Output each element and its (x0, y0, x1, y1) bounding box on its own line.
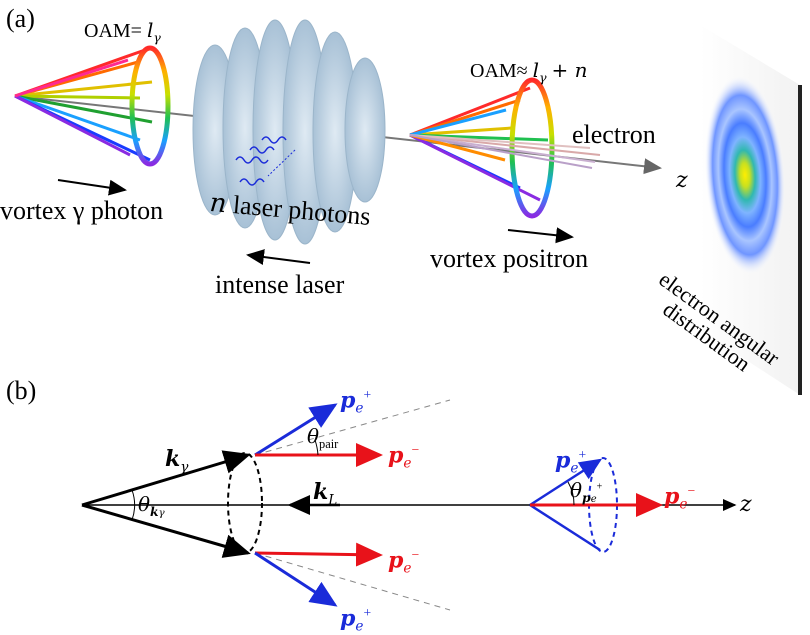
p-e-minus-axis-symbol: p (664, 483, 680, 510)
p-e-plus-lower-arrow (254, 551, 338, 607)
laser-pulse (192, 19, 386, 245)
oam-in-label: OAM= lγ (84, 20, 161, 44)
k-gamma-upper (81, 450, 251, 507)
vortex-positron-cone (409, 77, 601, 219)
theta-p-subsub: e (590, 494, 597, 505)
p-e-minus-lower-label: pe− (388, 548, 419, 576)
p-e-plus-lower-sup: + (363, 605, 372, 620)
k-L-label: kL (313, 481, 337, 508)
theta-k-sub: k (150, 504, 159, 519)
theta-p-symbol: θ (570, 478, 583, 502)
p-e-plus-cone-label: pe+ (555, 448, 586, 476)
theta-pair-sub: pair (319, 437, 339, 451)
panel-a-tag: (a) (6, 4, 35, 33)
oam-in-value: l (146, 18, 154, 42)
theta-pair-label: θpair (307, 426, 338, 450)
p-e-plus-upper-label: pe+ (340, 388, 371, 416)
p-e-minus-lower-arrow (254, 542, 383, 567)
theta-k-label: θkγ (138, 494, 165, 519)
panel-a (14, 19, 802, 395)
theta-k-subsub: γ (158, 508, 165, 519)
p-e-minus-upper-sup: − (411, 442, 420, 457)
z-axis-label-a: z (676, 168, 688, 193)
k-gamma-lower (81, 503, 251, 558)
k-L-sub: L (328, 492, 338, 509)
p-e-minus-lower-symbol: p (388, 547, 404, 574)
vortex-positron-label: vortex positron (430, 244, 589, 273)
theta-pair-symbol: θ (307, 424, 320, 448)
oam-out-plus: + n (551, 58, 588, 82)
k-gamma-sub: γ (180, 459, 189, 476)
panel-b (81, 399, 737, 611)
p-e-minus-upper-sub: e (403, 455, 412, 472)
p-e-plus-cone-sup: + (578, 447, 587, 462)
k-gamma-cone-ring (227, 452, 263, 554)
theta-p-label: θpe+ (570, 480, 602, 505)
detector-screen (700, 25, 802, 395)
vortex-photon-cone (14, 45, 171, 167)
vortex-photon-label: vortex γ photon (0, 196, 164, 225)
oam-in-prefix: OAM= (84, 20, 142, 42)
oam-out-sub: γ (539, 70, 547, 85)
lower-dashed-guide (254, 552, 451, 611)
p-e-plus-upper-sub: e (355, 400, 364, 417)
oam-out-label: OAM≈ lγ + n (470, 60, 587, 84)
theta-k-arc (131, 489, 136, 521)
theta-p-sub: p (582, 490, 591, 505)
positron-direction-arrow (507, 227, 574, 244)
p-e-plus-upper-arrow (254, 403, 338, 457)
p-e-minus-axis-sub: e (679, 496, 688, 513)
p-e-minus-lower-sup: − (411, 547, 420, 562)
laser-photons-n: n (208, 188, 228, 220)
oam-in-sub: γ (153, 30, 161, 45)
theta-pair-arc (314, 439, 319, 456)
p-e-minus-upper-symbol: p (388, 442, 404, 469)
theta-p-arc (567, 481, 575, 506)
p-e-plus-lower-symbol: p (340, 605, 356, 632)
theta-p-subsup: + (596, 481, 603, 493)
p-e-plus-cone-upper (529, 458, 603, 507)
p-e-plus-cone-sub: e (570, 460, 579, 477)
k-L-symbol: k (313, 479, 329, 505)
p-e-plus-cone-lower (529, 503, 601, 552)
theta-k-symbol: θ (138, 492, 151, 516)
intense-laser-label: intense laser (215, 270, 345, 299)
p-e-plus-cone-symbol: p (555, 447, 571, 474)
p-e-plus-lower-label: pe+ (340, 606, 371, 634)
electron-label: electron (572, 120, 656, 149)
p-e-minus-axis-sup: − (687, 483, 696, 498)
laser-direction-arrow (246, 249, 311, 265)
oam-out-l: l (532, 58, 540, 82)
photon-direction-arrow (57, 179, 127, 196)
p-e-minus-upper-label: pe− (388, 443, 419, 471)
p-e-plus-upper-sup: + (363, 387, 372, 402)
k-gamma-label: kγ (165, 448, 188, 475)
p-e-plus-upper-symbol: p (340, 387, 356, 414)
p-e-plus-lower-sub: e (355, 618, 364, 635)
oam-out-prefix: OAM≈ (470, 60, 528, 82)
upper-dashed-guide (254, 399, 451, 456)
p-e-minus-axis-label: pe− (664, 484, 695, 512)
z-axis-label-b: z (740, 492, 752, 517)
k-gamma-symbol: k (165, 446, 181, 472)
p-e-minus-lower-sub: e (403, 560, 412, 577)
panel-b-tag: (b) (6, 376, 37, 405)
